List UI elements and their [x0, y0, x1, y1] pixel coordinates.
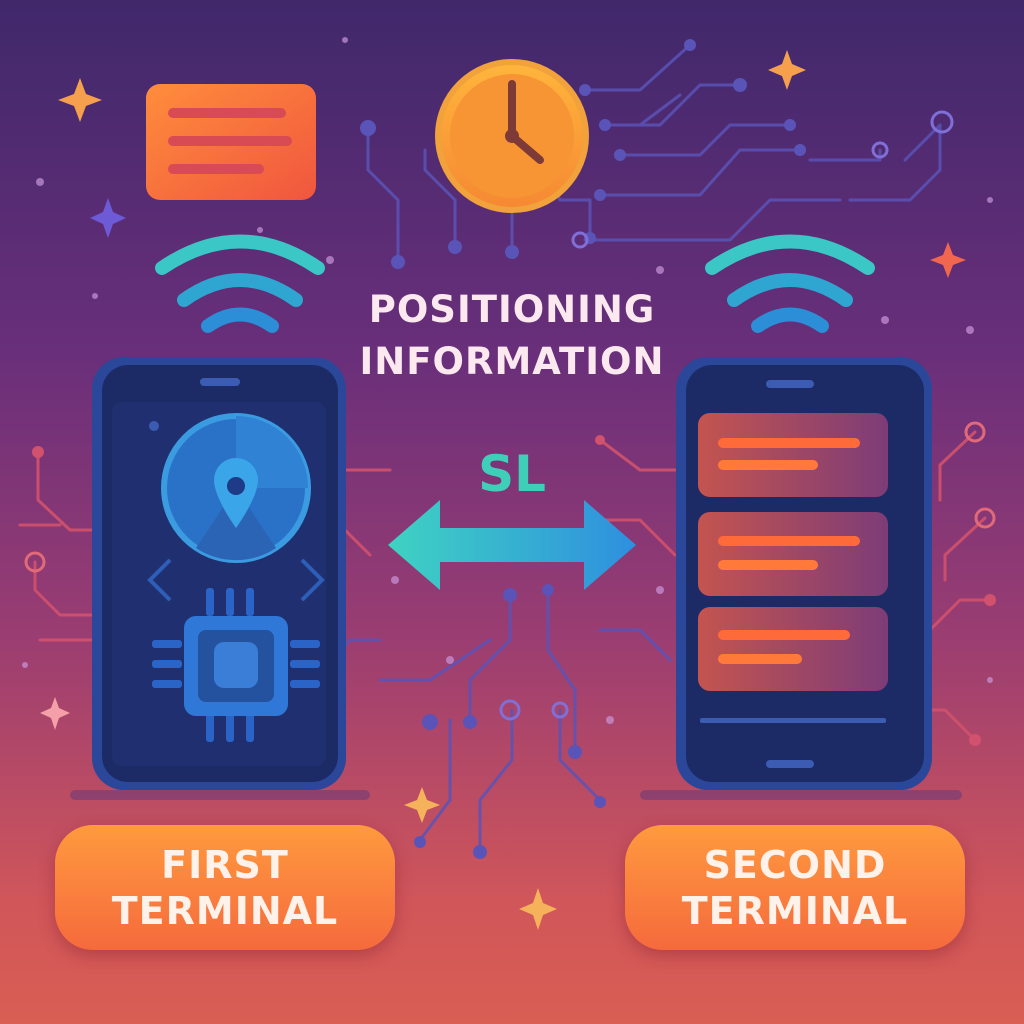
sidelink-label: SL — [478, 445, 546, 503]
title-line-1: POSITIONING — [368, 288, 656, 331]
first-terminal-label-line-1: FIRST — [161, 842, 289, 887]
first-terminal-badge: FIRST TERMINAL — [55, 825, 395, 950]
sparkle-icon — [40, 50, 966, 930]
second-terminal-label-line-2: TERMINAL — [681, 888, 909, 933]
notification-card — [698, 607, 888, 691]
second-terminal-badge: SECOND TERMINAL — [625, 825, 965, 950]
title-line-2: INFORMATION — [359, 340, 665, 383]
location-pin-icon — [161, 413, 311, 563]
notification-card — [698, 413, 888, 497]
chip-icon — [152, 588, 320, 742]
first-terminal-label-line-2: TERMINAL — [111, 888, 339, 933]
notification-card — [698, 512, 888, 596]
second-terminal-label-line-1: SECOND — [703, 842, 887, 887]
